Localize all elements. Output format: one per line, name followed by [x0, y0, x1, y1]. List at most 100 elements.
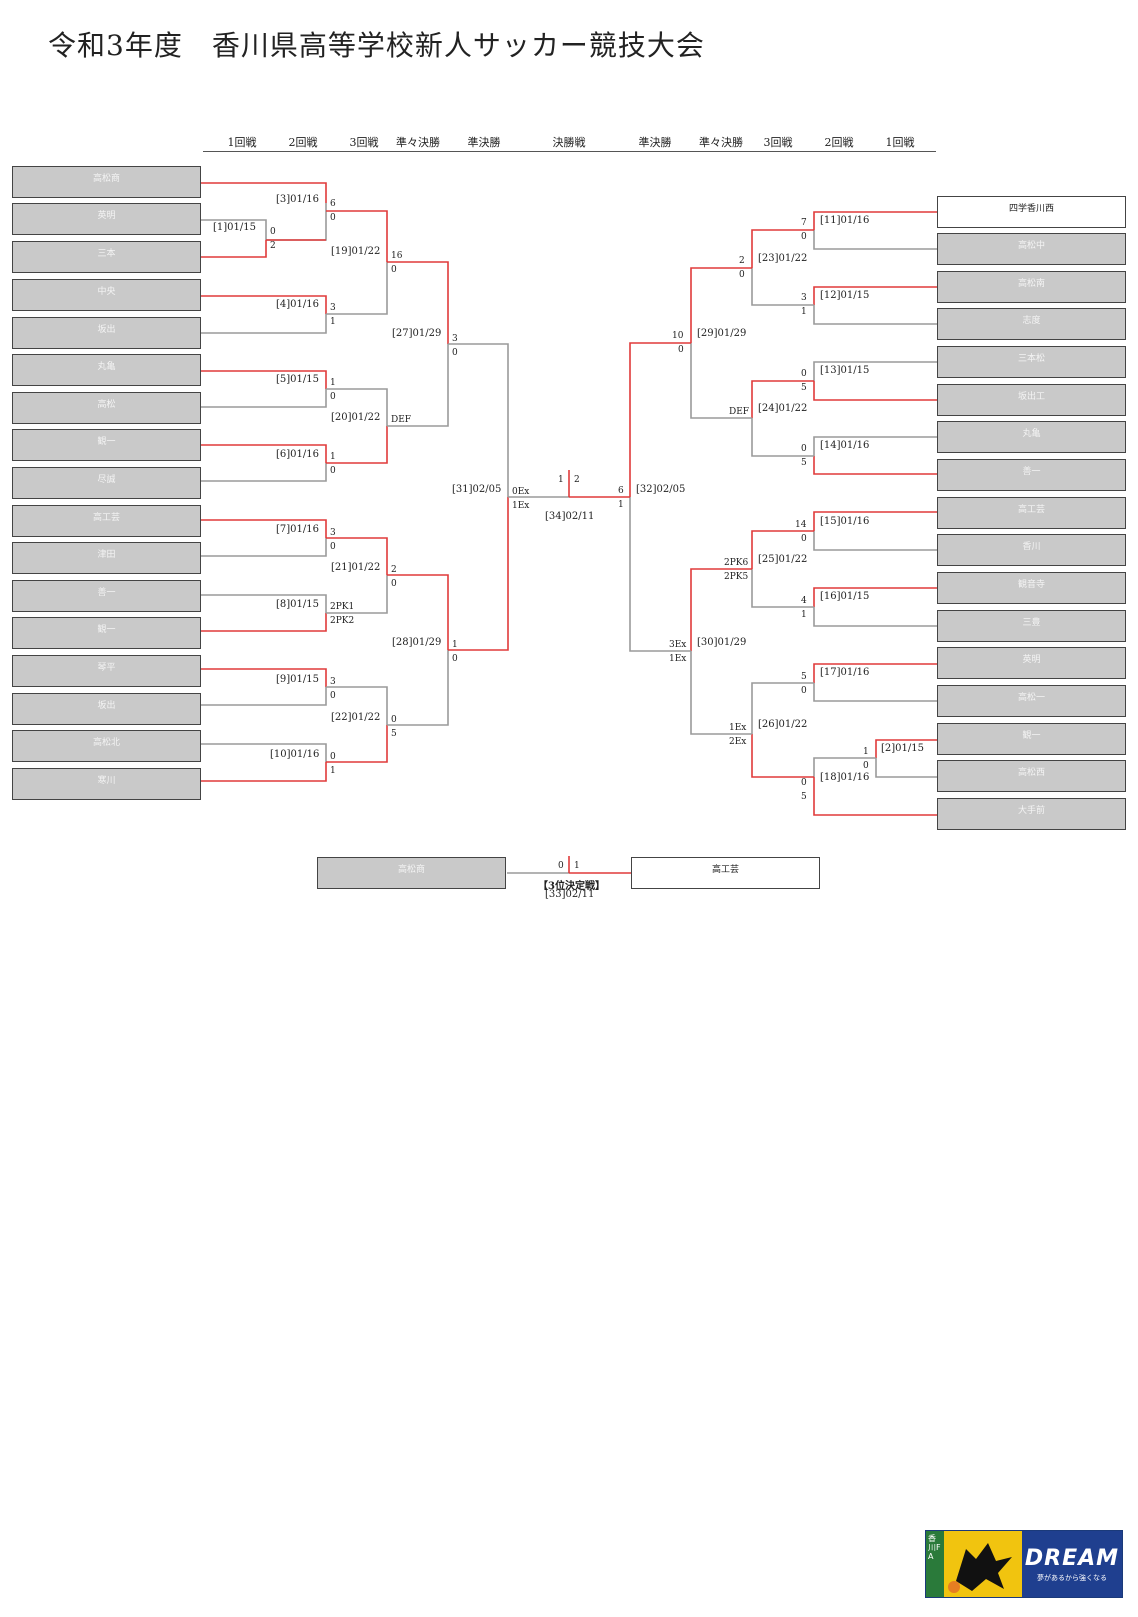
team-right-10: 香川	[937, 534, 1126, 566]
score-m11-top: 7	[801, 218, 807, 228]
score-m28-bottom: 0	[452, 654, 458, 664]
team-left-12: 善一	[12, 580, 201, 612]
score-m26-top: 1Ex	[729, 723, 747, 733]
score-m20: DEF	[391, 415, 412, 425]
team-right-7: 丸亀	[937, 421, 1126, 453]
score-m22-bottom: 5	[391, 729, 397, 739]
score-m2-top: 1	[863, 747, 869, 757]
match-label-9: [9]01/15	[276, 674, 319, 685]
round-header-right-r3: 3回戦	[763, 136, 793, 149]
score-m30-bottom: 1Ex	[669, 654, 687, 664]
score-m25-bottom: 2PK5	[724, 572, 749, 582]
score-m34-left: 1	[558, 475, 564, 485]
score-m27-bottom: 0	[452, 348, 458, 358]
score-m6-top: 1	[330, 452, 336, 462]
team-right-13: 英明	[937, 647, 1126, 679]
match-label-15: [15]01/16	[820, 516, 870, 527]
score-m16-top: 4	[801, 596, 807, 606]
match-label-31: [31]02/05	[452, 484, 502, 495]
score-m18-bottom: 5	[801, 792, 807, 802]
score-m2-bottom: 0	[863, 761, 869, 771]
score-m12-bottom: 1	[801, 307, 807, 317]
score-m14-top: 0	[801, 444, 807, 454]
match-label-2: [2]01/15	[881, 743, 924, 754]
team-left-14: 琴平	[12, 655, 201, 687]
score-m33-right: 1	[574, 861, 580, 871]
score-m30-top: 3Ex	[669, 640, 687, 650]
page-title: 令和3年度 香川県高等学校新人サッカー競技大会	[48, 29, 705, 62]
score-m29-bottom: 0	[678, 345, 684, 355]
third-place-team-left: 高松商	[317, 857, 506, 889]
score-m31-top: 0Ex	[512, 487, 530, 497]
score-m8-top: 2PK1	[330, 602, 355, 612]
score-m26-bottom: 2Ex	[729, 737, 747, 747]
score-m1-top: 0	[270, 227, 276, 237]
team-left-11: 津田	[12, 542, 201, 574]
match-label-34: [34]02/11	[545, 511, 595, 522]
round-header-left-sf: 準決勝	[467, 136, 501, 149]
round-header-final: 決勝戦	[552, 136, 586, 149]
match-label-25: [25]01/22	[758, 554, 808, 565]
match-label-12: [12]01/15	[820, 290, 870, 301]
team-right-17: 大手前	[937, 798, 1126, 830]
score-m13-bottom: 5	[801, 383, 807, 393]
score-m24: DEF	[729, 407, 750, 417]
match-label-7: [7]01/16	[276, 524, 319, 535]
team-right-9: 高工芸	[937, 497, 1126, 529]
score-m5-top: 1	[330, 378, 336, 388]
team-right-4: 志度	[937, 308, 1126, 340]
match-label-10: [10]01/16	[270, 749, 320, 760]
score-m19-bottom: 0	[391, 265, 397, 275]
score-m9-bottom: 0	[330, 691, 336, 701]
match-label-32: [32]02/05	[636, 484, 686, 495]
logo-side-text: 香川FA	[928, 1534, 941, 1561]
round-header-left-r1: 1回戦	[227, 136, 257, 149]
score-m1-bottom: 2	[270, 241, 276, 251]
match-label-1: [1]01/15	[213, 222, 256, 233]
match-label-3: [3]01/16	[276, 194, 319, 205]
match-label-17: [17]01/16	[820, 667, 870, 678]
header-divider	[203, 151, 936, 152]
score-m5-bottom: 0	[330, 392, 336, 402]
team-left-5: 坂出	[12, 317, 201, 349]
jfa-emblem: 香川FA	[926, 1531, 1022, 1597]
match-label-19: [19]01/22	[331, 246, 381, 257]
score-m25-top: 2PK6	[724, 558, 749, 568]
score-m15-top: 14	[795, 520, 807, 530]
score-m32-top: 6	[618, 486, 624, 496]
team-right-2: 高松中	[937, 233, 1126, 265]
team-left-7: 高松	[12, 392, 201, 424]
round-header-right-sf: 準決勝	[638, 136, 672, 149]
jfa-dream-logo: 香川FA DREAM 夢があるから強くなる	[925, 1530, 1123, 1598]
score-m31-bottom: 1Ex	[512, 501, 530, 511]
score-m3-bottom: 0	[330, 213, 336, 223]
match-label-13: [13]01/15	[820, 365, 870, 376]
score-m23-bottom: 0	[739, 270, 745, 280]
score-m4-bottom: 1	[330, 317, 336, 327]
team-right-6: 坂出工	[937, 384, 1126, 416]
score-m3-top: 6	[330, 199, 336, 209]
match-label-4: [4]01/16	[276, 299, 319, 310]
team-left-13: 観一	[12, 617, 201, 649]
logo-main-text: DREAM	[1024, 1545, 1120, 1571]
score-m10-top: 0	[330, 752, 336, 762]
team-right-12: 三豊	[937, 610, 1126, 642]
team-left-6: 丸亀	[12, 354, 201, 386]
round-header-left-r2: 2回戦	[288, 136, 318, 149]
team-right-16: 高松西	[937, 760, 1126, 792]
round-header-right-r1: 1回戦	[885, 136, 915, 149]
match-label-26: [26]01/22	[758, 719, 808, 730]
team-left-10: 高工芸	[12, 505, 201, 537]
match-label-14: [14]01/16	[820, 440, 870, 451]
match-label-27: [27]01/29	[392, 328, 442, 339]
team-left-16: 高松北	[12, 730, 201, 762]
score-m9-top: 3	[330, 677, 336, 687]
score-m28-top: 1	[452, 640, 458, 650]
score-m21-bottom: 0	[391, 579, 397, 589]
score-m10-bottom: 1	[330, 766, 336, 776]
score-m17-top: 5	[801, 672, 807, 682]
score-m13-top: 0	[801, 369, 807, 379]
score-m33-left: 0	[558, 861, 564, 871]
match-label-29: [29]01/29	[697, 328, 747, 339]
